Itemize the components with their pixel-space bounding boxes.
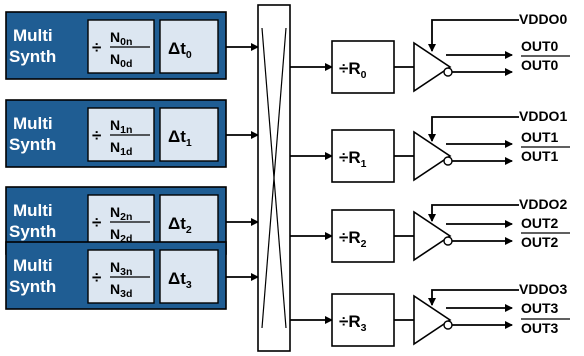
divide-symbol: ÷ — [92, 126, 101, 145]
multisynth-label-line2: Synth — [9, 277, 56, 296]
vddo-label: VDDO1 — [519, 108, 567, 124]
vddo-supply-line — [428, 289, 519, 306]
multisynth-row-0: Multi Synth ÷ N0n N0d Δt0 — [5, 11, 259, 80]
out-positive-label: OUT3 — [521, 300, 559, 316]
multisynth-label-line2: Synth — [9, 47, 56, 66]
inverting-output-bubble — [443, 236, 453, 246]
delay-box — [159, 194, 219, 249]
denominator: N1d — [110, 139, 132, 158]
output-divider-label: ÷R0 — [339, 59, 367, 81]
vddo-label: VDDO2 — [519, 196, 567, 212]
multisynth-label-line2: Synth — [9, 135, 56, 154]
out-positive-label: OUT2 — [521, 215, 559, 231]
multisynth-row-1: Multi Synth ÷ N1n N1d Δt1 — [5, 99, 259, 168]
output-channel-2: ÷R2 VDDO2 OUT2 OUT2 — [290, 196, 570, 263]
output-divider-box — [331, 209, 395, 263]
numerator: N1n — [110, 117, 132, 136]
multisynth-label-line1: Multi — [13, 256, 53, 275]
vddo-supply-line — [428, 19, 519, 52]
divide-symbol: ÷ — [92, 268, 101, 287]
multisynth-label-line2: Synth — [9, 222, 56, 241]
out-negative-label: OUT3 — [521, 320, 559, 336]
output-divider-label: ÷R2 — [339, 228, 367, 250]
output-driver-buffer — [413, 41, 452, 93]
output-channel-3: ÷R3 VDDO3 OUT3 OUT3 — [290, 281, 570, 347]
inverting-output-bubble — [443, 156, 453, 166]
delay-box — [159, 249, 219, 304]
output-channel-1: ÷R1 VDDO1 OUT1 OUT1 — [290, 108, 570, 183]
multisynth-label-line1: Multi — [13, 201, 53, 220]
divide-symbol: ÷ — [92, 38, 101, 57]
inverting-output-bubble — [443, 320, 453, 330]
output-divider-box — [331, 40, 395, 94]
delay-label: Δt3 — [168, 269, 192, 291]
output-driver-buffer — [413, 210, 452, 262]
denominator: N0d — [110, 51, 132, 70]
numerator: N2n — [110, 204, 132, 223]
crosspoint-switch — [257, 4, 291, 352]
output-driver-buffer — [413, 294, 452, 346]
vddo-label: VDDO0 — [519, 11, 567, 27]
denominator: N3d — [110, 281, 132, 300]
divide-symbol: ÷ — [92, 213, 101, 232]
multisynth-label-line1: Multi — [13, 114, 53, 133]
output-channel-0: ÷R0 VDDO0 OUT0 OUT0 — [290, 11, 570, 94]
out-negative-label: OUT0 — [521, 57, 559, 73]
output-driver-buffer — [413, 130, 452, 182]
crosspoint-diagonal — [261, 27, 287, 329]
inverting-output-bubble — [443, 67, 453, 77]
vddo-label: VDDO3 — [519, 281, 567, 297]
vddo-supply-line — [428, 116, 519, 142]
numerator: N0n — [110, 29, 132, 48]
delay-label: Δt1 — [168, 127, 192, 149]
out-negative-label: OUT2 — [521, 234, 559, 250]
out-negative-label: OUT1 — [521, 148, 559, 164]
multisynth-label-line1: Multi — [13, 26, 53, 45]
out-positive-label: OUT0 — [521, 38, 559, 54]
delay-box — [159, 19, 219, 74]
multisynth-row-3: Multi Synth ÷ N3n N3d Δt3 — [5, 241, 259, 310]
output-divider-label: ÷R1 — [339, 148, 367, 170]
numerator: N3n — [110, 259, 132, 278]
out-positive-label: OUT1 — [521, 129, 559, 145]
vddo-supply-line — [428, 204, 519, 222]
delay-box — [159, 107, 219, 162]
delay-label: Δt2 — [168, 214, 192, 236]
output-divider-label: ÷R3 — [339, 312, 367, 334]
delay-label: Δt0 — [168, 39, 192, 61]
